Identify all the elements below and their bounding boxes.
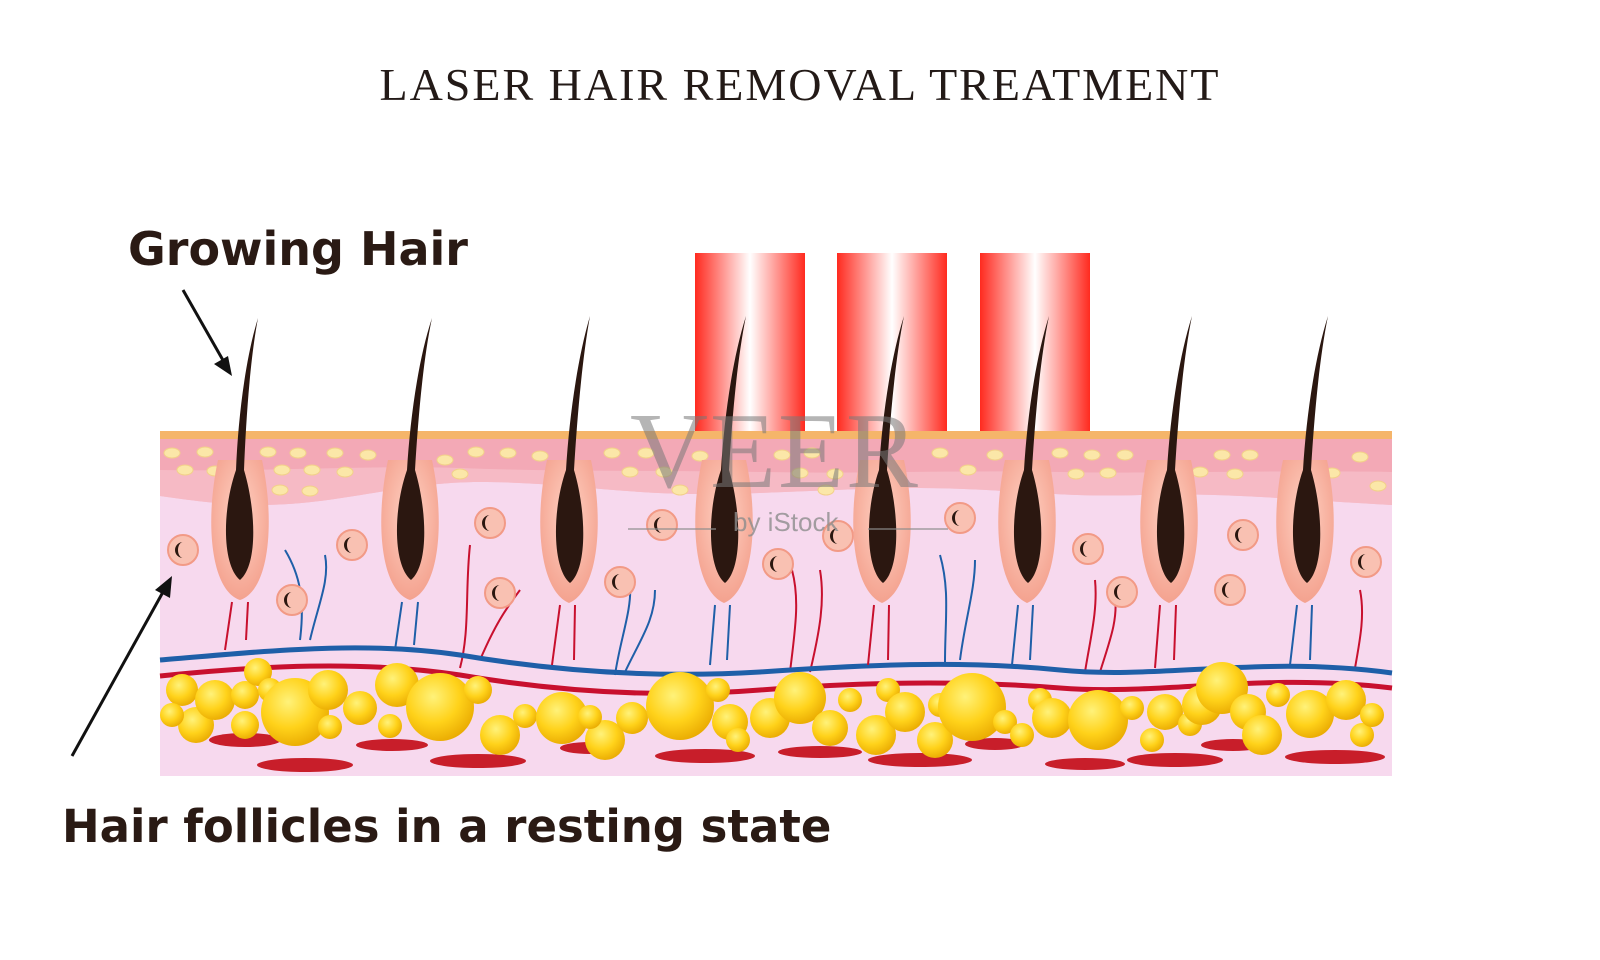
resting-follicle [1350,546,1382,578]
hair-follicle [540,316,598,666]
resting-follicle [646,509,678,541]
hair-follicle [695,316,753,666]
resting-follicle [167,534,199,566]
resting-follicle [1106,576,1138,608]
resting-follicle [944,502,976,534]
artery-main [159,663,1393,696]
resting-follicle [1214,574,1246,606]
resting-follicle [604,566,636,598]
laser-beams [695,253,1090,431]
blood-pools [209,733,1385,772]
hair-follicle [1140,316,1198,669]
resting-follicle [1072,533,1104,565]
resting-follicle [276,584,308,616]
vein-main [159,645,1393,677]
capillaries [284,544,1364,676]
resting-follicles [167,502,1382,616]
epidermal-cells [163,446,1387,497]
arrow-growing-hair [181,289,232,376]
page-title: Laser hair removal treatment [379,59,1221,110]
resting-follicle [1227,519,1259,551]
laser-beam [837,253,947,431]
hair-follicle [853,316,911,666]
resting-follicle [474,507,506,539]
laser-beam [695,253,805,431]
hair-follicle [1276,316,1334,666]
resting-follicle [822,520,854,552]
fat-cells [160,658,1384,760]
growing-hairs [211,316,1334,669]
resting-follicle [336,529,368,561]
hair-follicle [998,316,1056,666]
label-resting-state: Hair follicles in a resting state [62,800,832,853]
resting-follicle [484,577,516,609]
resting-follicle [762,548,794,580]
skin-surface [160,431,1392,439]
arrow-resting-follicle [70,576,172,757]
label-growing-hair: Growing Hair [128,222,468,276]
hair-follicle [381,318,439,651]
hair-follicle [211,318,269,651]
